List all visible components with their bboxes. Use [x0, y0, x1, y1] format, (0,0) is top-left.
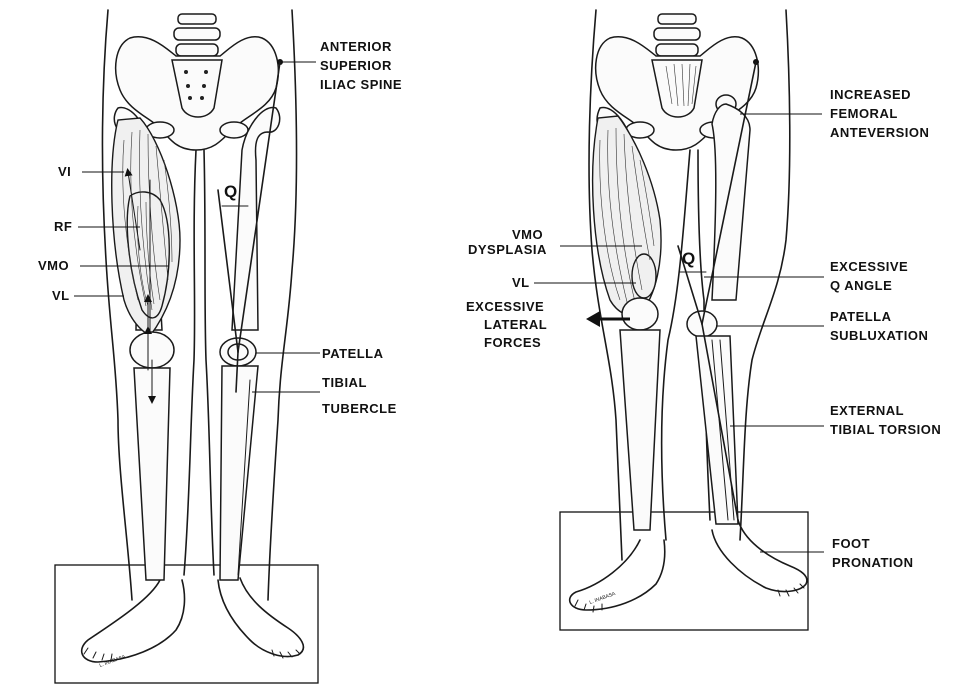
vmo-dysplasia-label-line-1: VMO	[512, 227, 543, 242]
left-quadriceps	[112, 118, 180, 340]
femoral-anteversion-label-line-1: INCREASED	[830, 87, 911, 102]
patella-subluxation-label-line-1: PATELLA	[830, 309, 892, 324]
q-angle-label-line-1: EXCESSIVE	[830, 259, 908, 274]
foot-pronation-label-line-1: FOOT	[832, 536, 870, 551]
right-vmo-muscle	[632, 254, 656, 298]
right-vl-label: VL	[512, 275, 530, 290]
left-q-label: Q	[224, 182, 237, 201]
right-tibiae	[620, 330, 738, 530]
patella-label: PATELLA	[322, 346, 384, 361]
rf-label: RF	[54, 219, 72, 234]
right-figure-malalignment: Q INCREASED FEMORAL ANTEVERSION VMO DYSP…	[466, 10, 941, 630]
right-floor-box	[560, 512, 808, 630]
foot-pronation-label-line-2: PRONATION	[832, 555, 914, 570]
right-quadriceps	[593, 116, 661, 315]
lateral-forces-label-line-2: LATERAL	[484, 317, 547, 332]
patella-subluxation-label-line-2: SUBLUXATION	[830, 328, 928, 343]
lateral-forces-label-line-3: FORCES	[484, 335, 541, 350]
left-figure-normal-alignment: Q ANTERIOR SUPERIOR ILIAC SPINE VI RF VM…	[38, 10, 402, 683]
tibial-torsion-label-line-2: TIBIAL TORSION	[830, 422, 941, 437]
right-spine	[654, 14, 700, 56]
lateral-forces-label-line-1: EXCESSIVE	[466, 299, 544, 314]
femoral-anteversion-label-line-2: FEMORAL	[830, 106, 898, 121]
vmo-dysplasia-label-line-2: DYSPLASIA	[468, 242, 547, 257]
right-artist-signature: L. INABASA	[589, 591, 617, 606]
asis-label-line-2: SUPERIOR	[320, 58, 392, 73]
q-angle-label-line-2: Q ANGLE	[830, 278, 892, 293]
tibial-tubercle-label-line-2: TUBERCLE	[322, 401, 397, 416]
left-spine	[174, 14, 220, 56]
right-q-label: Q	[682, 249, 695, 268]
asis-label-line-1: ANTERIOR	[320, 39, 392, 54]
vmo-label: VMO	[38, 258, 69, 273]
left-floor-box	[55, 565, 318, 683]
vl-label: VL	[52, 288, 70, 303]
tibial-tubercle-label-line-1: TIBIAL	[322, 375, 367, 390]
femoral-anteversion-label-line-3: ANTEVERSION	[830, 125, 929, 140]
tibial-torsion-label-line-1: EXTERNAL	[830, 403, 904, 418]
left-tibiae	[134, 330, 258, 580]
vi-label: VI	[58, 164, 71, 179]
asis-label-line-3: ILIAC SPINE	[320, 77, 402, 92]
